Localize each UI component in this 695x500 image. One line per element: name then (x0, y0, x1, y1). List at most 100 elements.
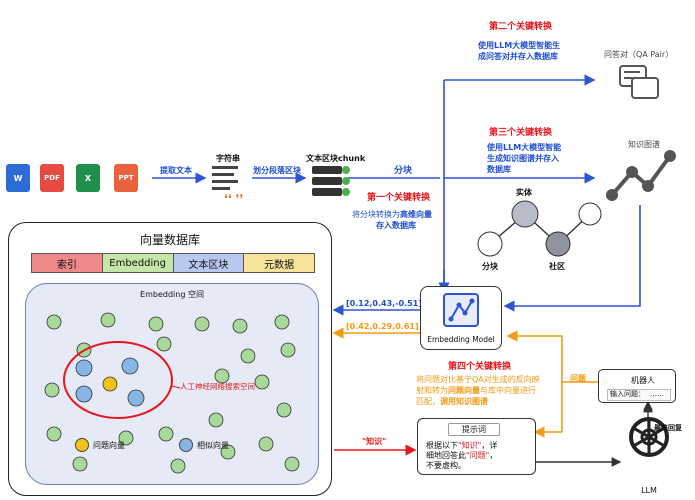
fourth-desc-1: 将问题对比基于QA对生成的反向映 (416, 375, 540, 384)
embedding-space: Embedding 空间 人工神经网络搜索空间 (25, 283, 319, 485)
embedding-dot (158, 426, 174, 442)
knowledge-graph-icon (606, 150, 676, 201)
embedding-dot (46, 314, 62, 330)
prompt-box: 提示词 根据以下"知识"，详 细地回答此"问题"， 不要虚构。 (417, 418, 536, 475)
prompt-title-box: 提示词 (448, 423, 500, 436)
database-title: 向量数据库 (139, 233, 200, 247)
similar-vector-dot (75, 359, 93, 377)
robot-label: 机器人 (631, 376, 655, 385)
embedding-dot (156, 336, 172, 352)
vector-2-label: [0.42,0.29,0.61] (346, 322, 419, 331)
text-chunk-icon (312, 166, 350, 196)
qa-pair-label: 问答对（QA Pair） (604, 50, 674, 59)
legend-similar-dot (179, 438, 193, 452)
chunking-label: 分块 (394, 166, 413, 176)
final-reply-label: 最终回复 (654, 424, 682, 432)
fourth-desc-3: 匹配，调用知识图谱 (416, 397, 488, 406)
search-space-label: 人工神经网络搜索空间 (180, 382, 255, 391)
third-desc-3: 数据库 (487, 165, 511, 174)
embedding-dot (258, 436, 274, 452)
similar-vector-dot (127, 389, 145, 407)
embedding-dot (284, 456, 300, 472)
community-label: 社区 (549, 262, 565, 271)
db-column-0: 索引 (32, 254, 103, 272)
question-input-label: 输入问题： (610, 390, 645, 398)
embedding-dot (274, 314, 290, 330)
pdf-icon: PDF (40, 164, 64, 192)
entity-label: 实体 (516, 188, 532, 197)
robot-box: 机器人 输入问题： …… (598, 369, 676, 403)
legend-question-dot (75, 438, 89, 452)
prompt-line-1: 根据以下"知识"，详 (426, 441, 498, 450)
search-pointer (171, 385, 181, 389)
question-vector-dot (102, 376, 118, 392)
question-input[interactable]: 输入问题： …… (607, 389, 671, 401)
embedding-dot (280, 342, 296, 358)
second-desc-2: 成问答对并存入数据库 (478, 52, 558, 61)
embedding-dot (208, 412, 224, 428)
split-label: 划分段落区块 (253, 166, 301, 175)
first-desc-2: 存入数据库 (376, 221, 416, 230)
embedding-dot (46, 426, 62, 442)
svg-text:❛❛ ❜❜: ❛❛ ❜❜ (224, 192, 243, 206)
embedding-model-label: Embedding Model (427, 335, 495, 344)
embedding-dots (44, 312, 300, 474)
question-label: 问题 (570, 374, 586, 383)
third-desc-1: 使用LLM大模型智能 (487, 143, 562, 152)
third-desc-2: 生成知识图谱并存入 (487, 154, 559, 163)
second-transform-title: 第二个关键转换 (489, 22, 553, 32)
embedding-dot (276, 402, 292, 418)
arrow-question (506, 330, 600, 383)
extract-text-label: 提取文本 (160, 166, 192, 175)
embedding-dot (214, 368, 230, 384)
embedding-dot (220, 444, 236, 460)
embedding-dot (118, 430, 134, 446)
ppt-icon: PPT (114, 164, 138, 192)
word-icon: W (6, 164, 30, 192)
similar-vector-dot (75, 385, 93, 403)
similar-vector-dot (121, 357, 139, 375)
embedding-dot (44, 382, 60, 398)
first-desc-line1: 将分块转换为高维向量 (352, 210, 432, 219)
prompt-line-3: 不要虚构。 (426, 461, 466, 470)
question-input-value: …… (650, 390, 664, 398)
embedding-dot (232, 318, 248, 334)
search-space-ellipse (63, 341, 173, 419)
fourth-transform-title: 第四个关键转换 (448, 362, 512, 372)
embedding-dot (148, 316, 164, 332)
prompt-line-2: 细地回答此"问题"， (426, 451, 498, 460)
arrow-kg-to-model (503, 205, 641, 312)
fourth-desc-2: 射和转为问题向量与库中向量进行 (416, 386, 536, 395)
embedding-dot (72, 456, 88, 472)
knowledge-tag: "知识" (362, 437, 387, 446)
second-desc-1: 使用LLM大模型智能生 (478, 41, 561, 50)
embedding-dot (194, 316, 210, 332)
third-transform-title: 第三个关键转换 (489, 128, 553, 138)
text-chunk-label: 文本区块chunk (306, 154, 366, 163)
embedding-space-title: Embedding 空间 (140, 290, 204, 299)
knowledge-graph-label: 知识图谱 (628, 140, 660, 149)
db-column-2: 文本区块 (173, 254, 245, 272)
db-column-3: 元数据 (244, 254, 314, 272)
chunk-node-label: 分块 (482, 262, 498, 271)
entity-graph (477, 200, 602, 257)
prompt-title: 提示词 (462, 425, 486, 434)
embedding-dot (100, 312, 116, 328)
llm-label: LLM (641, 486, 657, 495)
embedding-model-box: Embedding Model (420, 286, 502, 350)
llm-logo-icon (629, 417, 669, 457)
string-icon: ❛❛ ❜❜ (212, 166, 243, 206)
db-column-1: Embedding (102, 254, 174, 272)
embedding-model-icon (443, 293, 479, 327)
embedding-dot (240, 348, 256, 364)
embedding-dot (170, 458, 186, 474)
vector-1-label: [0.12,0.43,-0.51] (346, 299, 422, 308)
chat-icon (619, 65, 659, 99)
embedding-dot (254, 374, 270, 390)
first-transform-title: 第一个关键转换 (367, 193, 431, 203)
legend-similar-label: 相似向量 (197, 441, 229, 450)
excel-icon: X (76, 164, 100, 192)
